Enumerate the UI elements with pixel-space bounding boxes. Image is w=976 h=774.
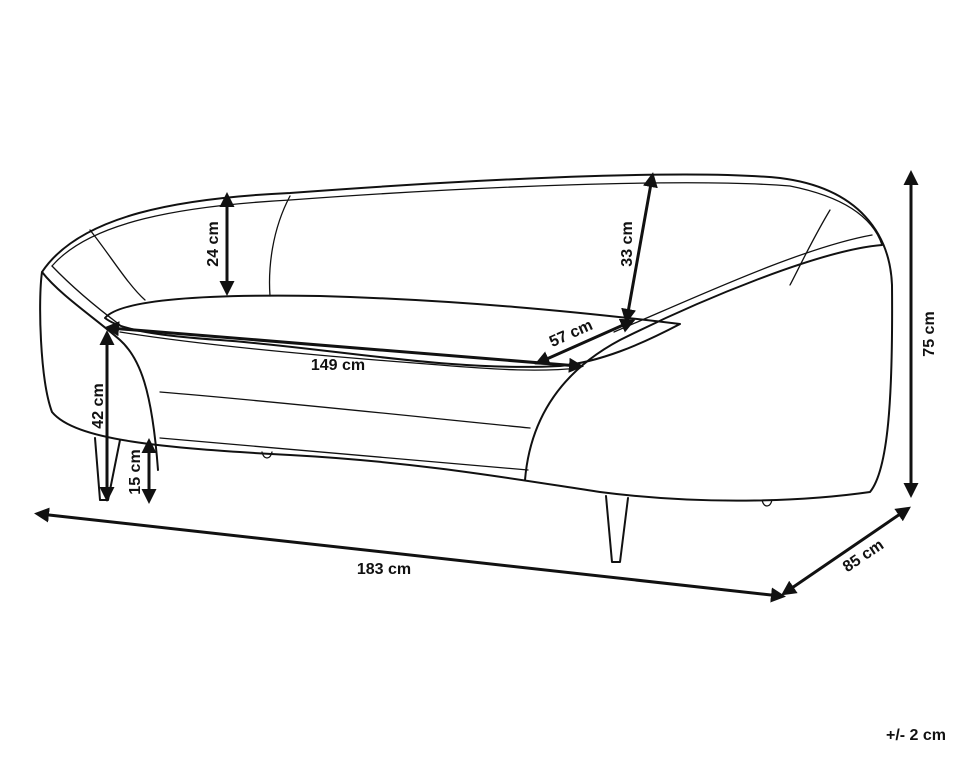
sofa-back-inner-curve xyxy=(268,195,291,297)
dimension-lines xyxy=(34,170,919,603)
sofa-left-arm-crease xyxy=(89,229,146,301)
tolerance-note: +/- 2 cm xyxy=(885,727,946,744)
front-right-leg xyxy=(605,495,629,563)
sofa-left-arm-inner xyxy=(41,271,159,471)
label-seat-height: 42 cm xyxy=(90,383,107,428)
dimension-labels: 24 cm 33 cm 57 cm 149 cm 42 cm 15 cm 183… xyxy=(90,221,938,578)
sofa-right-arm-piping xyxy=(613,234,873,333)
sofa-top-rim xyxy=(51,182,883,267)
label-backrest-height: 33 cm xyxy=(619,221,636,266)
dim-line-seat-width xyxy=(104,321,584,373)
label-total-height: 75 cm xyxy=(921,311,938,356)
back-leg-2 xyxy=(761,499,773,507)
dim-line-backrest-height xyxy=(621,172,658,324)
sofa-drawing xyxy=(39,173,894,563)
label-seat-width: 149 cm xyxy=(311,357,365,374)
dim-line-total-depth xyxy=(781,506,911,596)
label-seat-depth: 57 cm xyxy=(547,317,595,351)
sofa-left-arm-piping xyxy=(51,265,121,326)
seat-base-bottom xyxy=(159,437,529,471)
back-leg-1 xyxy=(261,451,273,459)
label-total-width: 183 cm xyxy=(357,561,411,578)
dim-line-total-width xyxy=(34,507,786,603)
seat-base-panel xyxy=(159,391,531,429)
label-back-height: 24 cm xyxy=(205,221,222,266)
label-total-depth: 85 cm xyxy=(840,537,887,576)
sofa-outer-shell xyxy=(39,173,894,502)
label-leg-height: 15 cm xyxy=(127,449,144,494)
